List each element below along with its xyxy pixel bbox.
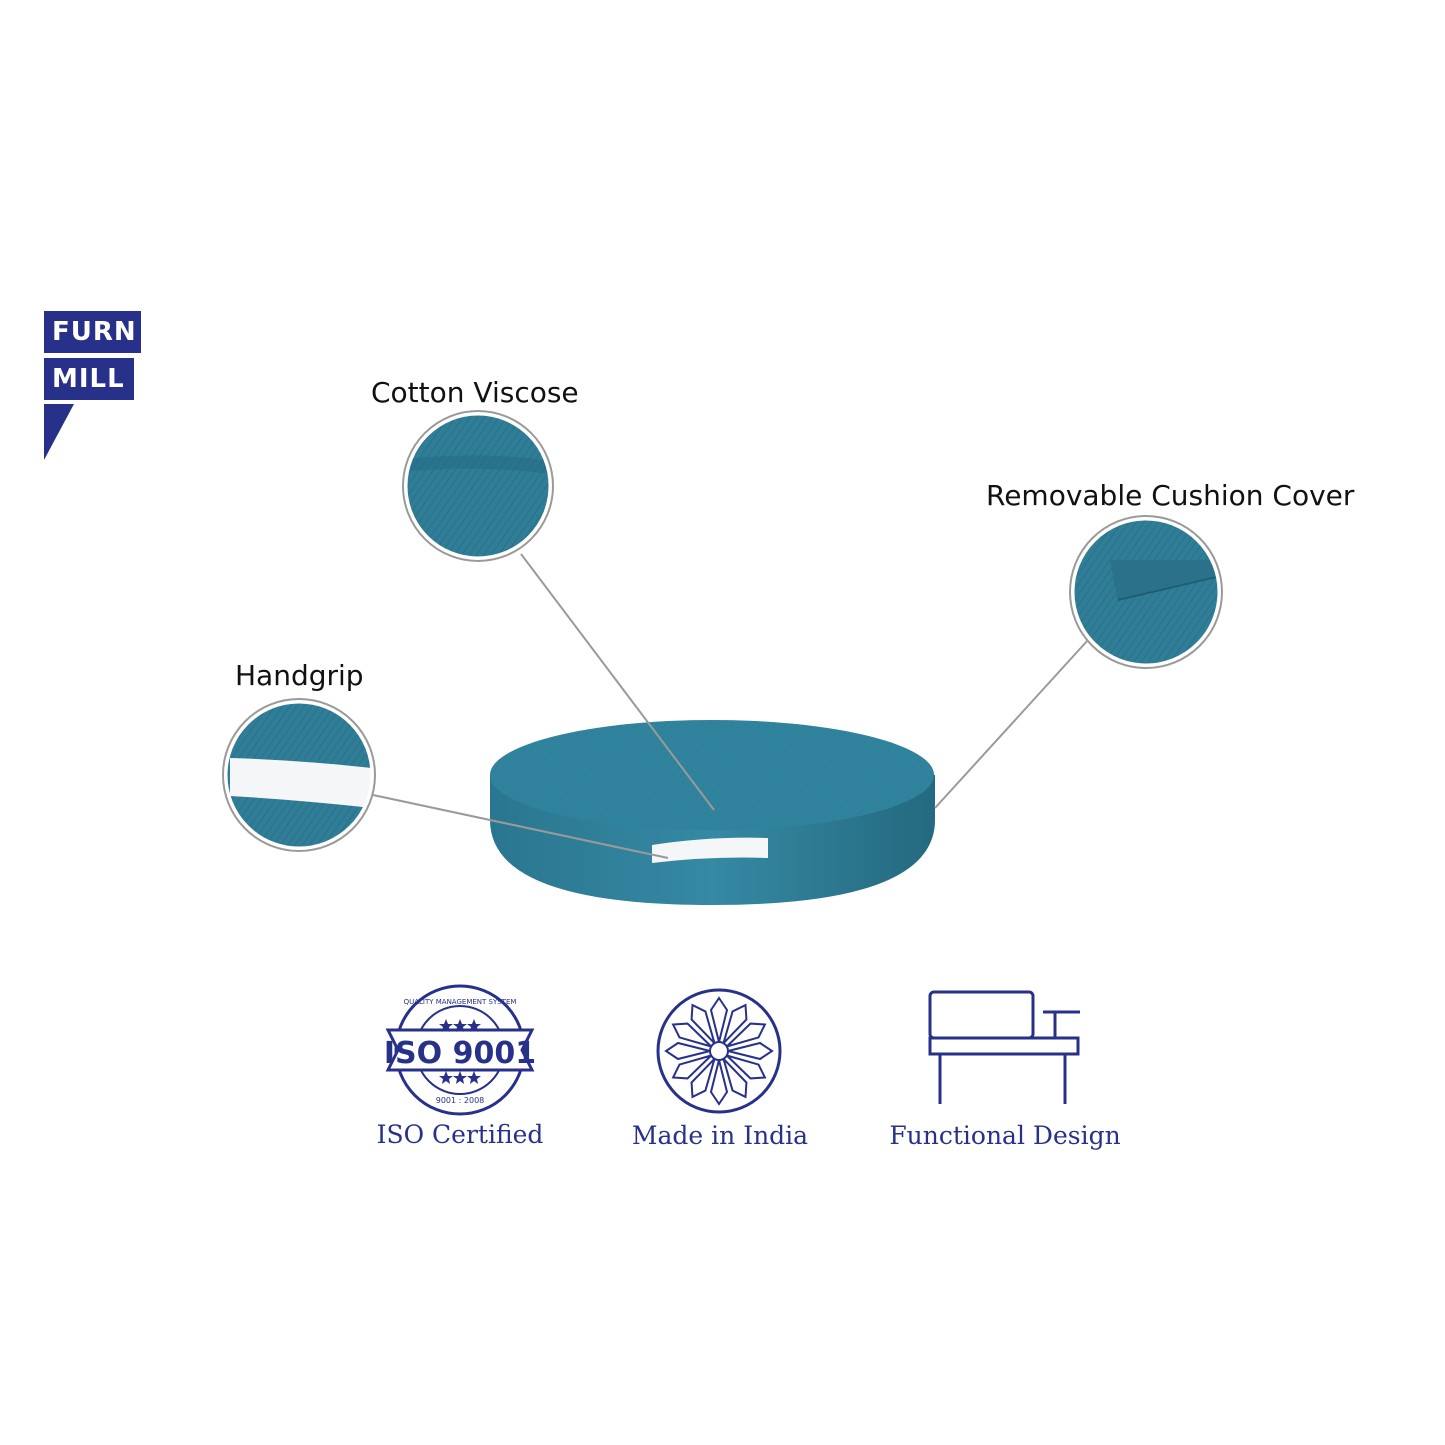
leader-line-removable: [934, 639, 1089, 809]
cushion: [490, 720, 935, 905]
badge-iso-label: ISO Certified: [376, 1120, 544, 1149]
brand-logo-tail: [44, 404, 74, 460]
brand-logo-line2: MILL: [44, 358, 134, 400]
lotus-icon: [656, 988, 782, 1114]
badge-india-label: Made in India: [631, 1121, 809, 1150]
seal-stars: [439, 1019, 481, 1084]
iso-seal: [385, 984, 535, 1116]
leader-line-cotton: [520, 553, 715, 811]
label-cotton-viscose: Cotton Viscose: [371, 376, 579, 409]
iso-seal-bottom-text: 9001 : 2008: [436, 1096, 485, 1105]
label-handgrip: Handgrip: [235, 659, 364, 692]
callout-removable-cover: [1069, 515, 1223, 669]
chair-icon: [928, 990, 1080, 1104]
leader-lines: [372, 553, 1089, 859]
cushion-handgrip: [652, 837, 768, 863]
iso-seal-title: ISO 9001: [384, 1036, 536, 1071]
callout-cotton-viscose: [402, 410, 554, 562]
leader-line-handgrip: [372, 794, 669, 859]
callout-handgrip: [222, 698, 376, 852]
brand-logo: FURN MILL: [44, 311, 144, 460]
brand-logo-line1: FURN: [44, 311, 141, 353]
iso-seal-top-text: QUALITY MANAGEMENT SYSTEM: [404, 998, 517, 1006]
label-removable-cover: Removable Cushion Cover: [986, 479, 1355, 512]
badge-design-label: Functional Design: [889, 1121, 1121, 1150]
